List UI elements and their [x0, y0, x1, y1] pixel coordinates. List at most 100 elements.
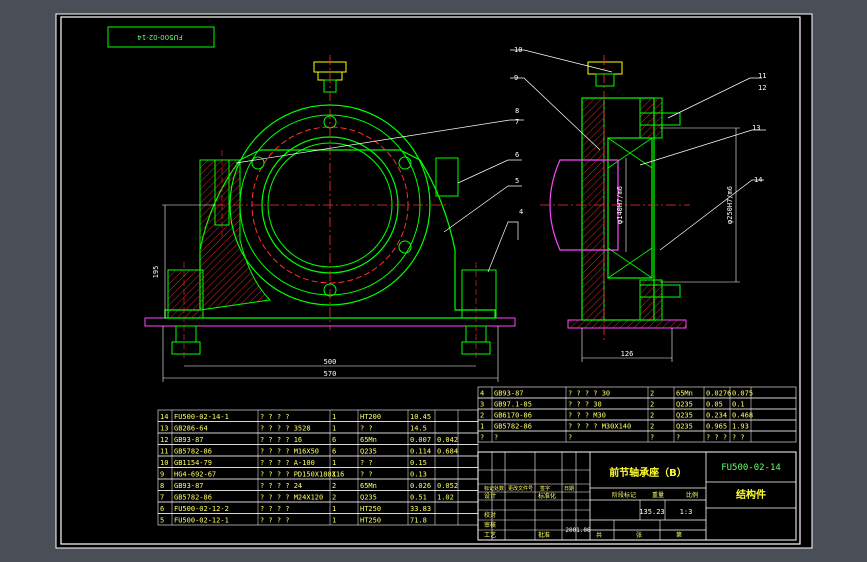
part-label-6: 6	[515, 151, 519, 159]
part-label-14: 14	[754, 176, 762, 184]
part-label-7: 7	[515, 118, 519, 126]
bom-cell: ? ? ? ?	[260, 413, 290, 421]
title-block: 前节轴承座（B） FU500-02-14 结构件 135.23 1:3 2001…	[477, 451, 797, 541]
dim-126: 126	[621, 350, 634, 358]
bom-cell: FU500-02-12-1	[174, 517, 229, 525]
part-label-4: 4	[519, 208, 523, 216]
stamp-box: FU500-02-14	[107, 26, 215, 48]
bom-cell: ? ?	[360, 471, 373, 479]
drawing-date: 2001.06	[565, 527, 591, 534]
bom-cell: 65Mn	[676, 390, 693, 398]
bom-cell: 0.05	[706, 401, 723, 409]
bom-cell: 3	[480, 401, 484, 409]
role-standard: 标准化	[538, 492, 556, 500]
label-sheet-no: 第	[676, 531, 682, 539]
side-view	[540, 55, 690, 340]
bom-cell: GB5782-86	[174, 494, 212, 502]
bom-cell: 14	[160, 413, 168, 421]
bom-cell: 0.1	[732, 401, 745, 409]
label-sheet: 张	[636, 531, 642, 539]
bom-cell: ?	[494, 434, 498, 442]
bom-cell: GB1154-79	[174, 459, 212, 467]
bom-cell: 1	[332, 471, 336, 479]
bom-cell: 2	[332, 482, 336, 490]
bom-cell: ? ? ? ? PD150X180X16	[260, 471, 344, 479]
bom-cell: 33.83	[410, 505, 431, 513]
bom-cell: FU500-02-14-1	[174, 413, 229, 421]
bom-cell: Q235	[360, 448, 377, 456]
sheet-inner-frame	[60, 16, 801, 545]
bom-cell: 10.45	[410, 413, 431, 421]
bom-cell: HT250	[360, 517, 381, 525]
bom-cell: HG4-692-67	[174, 471, 216, 479]
part-label-5: 5	[515, 177, 519, 185]
dim-d140: φ140H7/m6	[616, 186, 624, 224]
front-leaders	[235, 119, 524, 273]
role-design: 设计	[484, 492, 496, 500]
bom-cell: ?	[676, 434, 680, 442]
drawing-scale: 1:3	[680, 508, 693, 516]
dim-d250: φ250H7/m6	[726, 186, 734, 224]
bom-cell: 2	[650, 412, 654, 420]
bom-cell: HT200	[360, 413, 381, 421]
bom-cell: 0.965	[706, 423, 727, 431]
bom-cell: ? ?	[360, 459, 373, 467]
head-date: 日期	[564, 486, 574, 492]
bom-cell: ? ? ? ? 16	[260, 436, 302, 444]
dim-570: 570	[324, 370, 337, 378]
bom-cell: 0.114	[410, 448, 431, 456]
bom-cell: Q235	[676, 401, 693, 409]
bom-cell: 65Mn	[360, 436, 377, 444]
part-label-12: 12	[758, 84, 766, 92]
role-process: 工艺	[484, 531, 496, 539]
bom-cell: 6	[332, 448, 336, 456]
bom-cell: FU500-02-12-2	[174, 505, 229, 513]
bom-cell: 4	[480, 390, 484, 398]
bom-cell: 2	[650, 423, 654, 431]
bom-cell: 0.026	[410, 482, 431, 490]
bom-cell: 0.007	[410, 436, 431, 444]
bom-cell: GB6170-86	[494, 412, 532, 420]
bom-cell: 1.93	[732, 423, 749, 431]
part-label-13: 13	[752, 124, 760, 132]
drawing-type: 结构件	[736, 488, 766, 501]
bom-cell: GB93-87	[174, 436, 204, 444]
part-label-10: 10	[514, 46, 522, 54]
front-dimensions	[162, 204, 499, 382]
bom-cell: 13	[160, 425, 168, 433]
bom-cell: 7	[160, 494, 164, 502]
bom-cell: ?	[650, 434, 654, 442]
front-view	[144, 55, 516, 360]
bom-cell: 2	[332, 494, 336, 502]
bom-cell: 12	[160, 436, 168, 444]
part-label-9: 9	[514, 74, 518, 82]
part-label-11: 11	[758, 72, 766, 80]
bom-cell: GB5782-86	[494, 423, 532, 431]
side-dimensions	[581, 127, 740, 362]
bom-cell: 0.13	[410, 471, 427, 479]
bom-cell: 0.075	[732, 390, 753, 398]
role-review: 审核	[484, 521, 496, 529]
bom-cell: Q235	[360, 494, 377, 502]
head-mark: 标记	[484, 485, 494, 492]
bom-cell: ?	[568, 434, 572, 442]
bom-cell: 2	[650, 390, 654, 398]
bom-cell: 1	[332, 517, 336, 525]
bom-cell: 1	[332, 459, 336, 467]
bom-cell: Q235	[676, 423, 693, 431]
head-change: 更改文件号	[508, 485, 533, 492]
bom-cell: HT250	[360, 505, 381, 513]
bom-cell: ? ?	[360, 425, 373, 433]
bom-cell: 9	[160, 471, 164, 479]
bom-cell: ? ? ? 30	[568, 401, 602, 409]
head-sign: 签字	[540, 485, 550, 492]
label-total: 共	[596, 531, 602, 539]
bom-cell: GB97.1-85	[494, 401, 532, 409]
bom-cell: 0.234	[706, 412, 727, 420]
dim-195: 195	[152, 266, 160, 279]
bom-cell: 11	[160, 448, 168, 456]
